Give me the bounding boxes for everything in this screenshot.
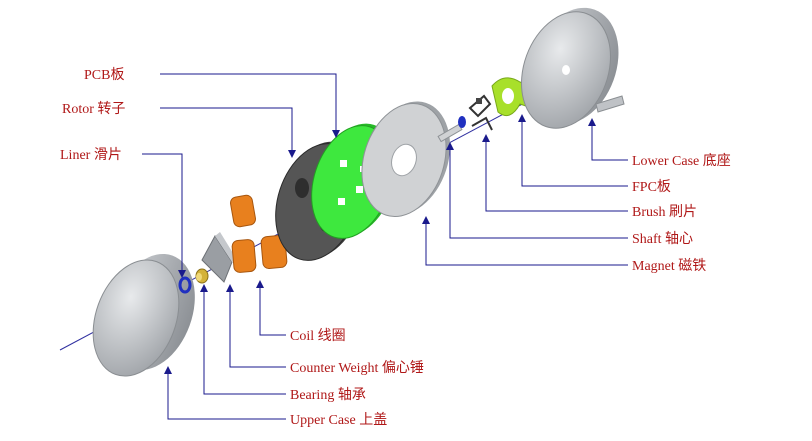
coil-parts [230,194,288,273]
lower-case-part [521,7,625,129]
leader-coil [256,280,286,336]
leader-liner [142,153,186,278]
leader-fpc [518,114,628,187]
upper-case-part [92,253,195,377]
shaft-part [437,116,466,143]
liner-part [178,276,192,294]
leader-pcb [160,73,340,138]
label-fpc: FPC板 [632,179,671,195]
leader-bearing [200,284,286,395]
leader-upper-case [164,366,286,420]
label-shaft: Shaft 轴心 [632,231,693,247]
bearing-part [195,268,209,284]
label-rotor: Rotor 转子 [62,101,125,117]
label-counter-weight: Counter Weight 偏心锤 [290,360,424,376]
brush-part [468,94,493,131]
leader-counter-weight [226,284,286,368]
magnet-part [361,101,451,218]
label-coil: Coil 线圈 [290,328,346,344]
counter-weight-part [201,232,236,283]
leader-shaft [446,142,628,239]
leader-magnet [422,216,628,266]
part-labels: PCB板 Rotor 转子 Liner 滑片 Lower Case 底座 FPC… [60,67,731,428]
label-liner: Liner 滑片 [60,146,122,163]
leader-lower-case [588,118,628,161]
label-bearing: Bearing 轴承 [290,387,366,403]
leader-brush [482,134,628,212]
label-pcb: PCB板 [84,67,124,83]
label-brush: Brush 刷片 [632,204,697,220]
label-lower-case: Lower Case 底座 [632,153,731,169]
label-upper-case: Upper Case 上盖 [290,412,387,428]
leader-lines [142,73,628,420]
leader-rotor [160,107,296,158]
label-magnet: Magnet 磁铁 [632,258,706,274]
